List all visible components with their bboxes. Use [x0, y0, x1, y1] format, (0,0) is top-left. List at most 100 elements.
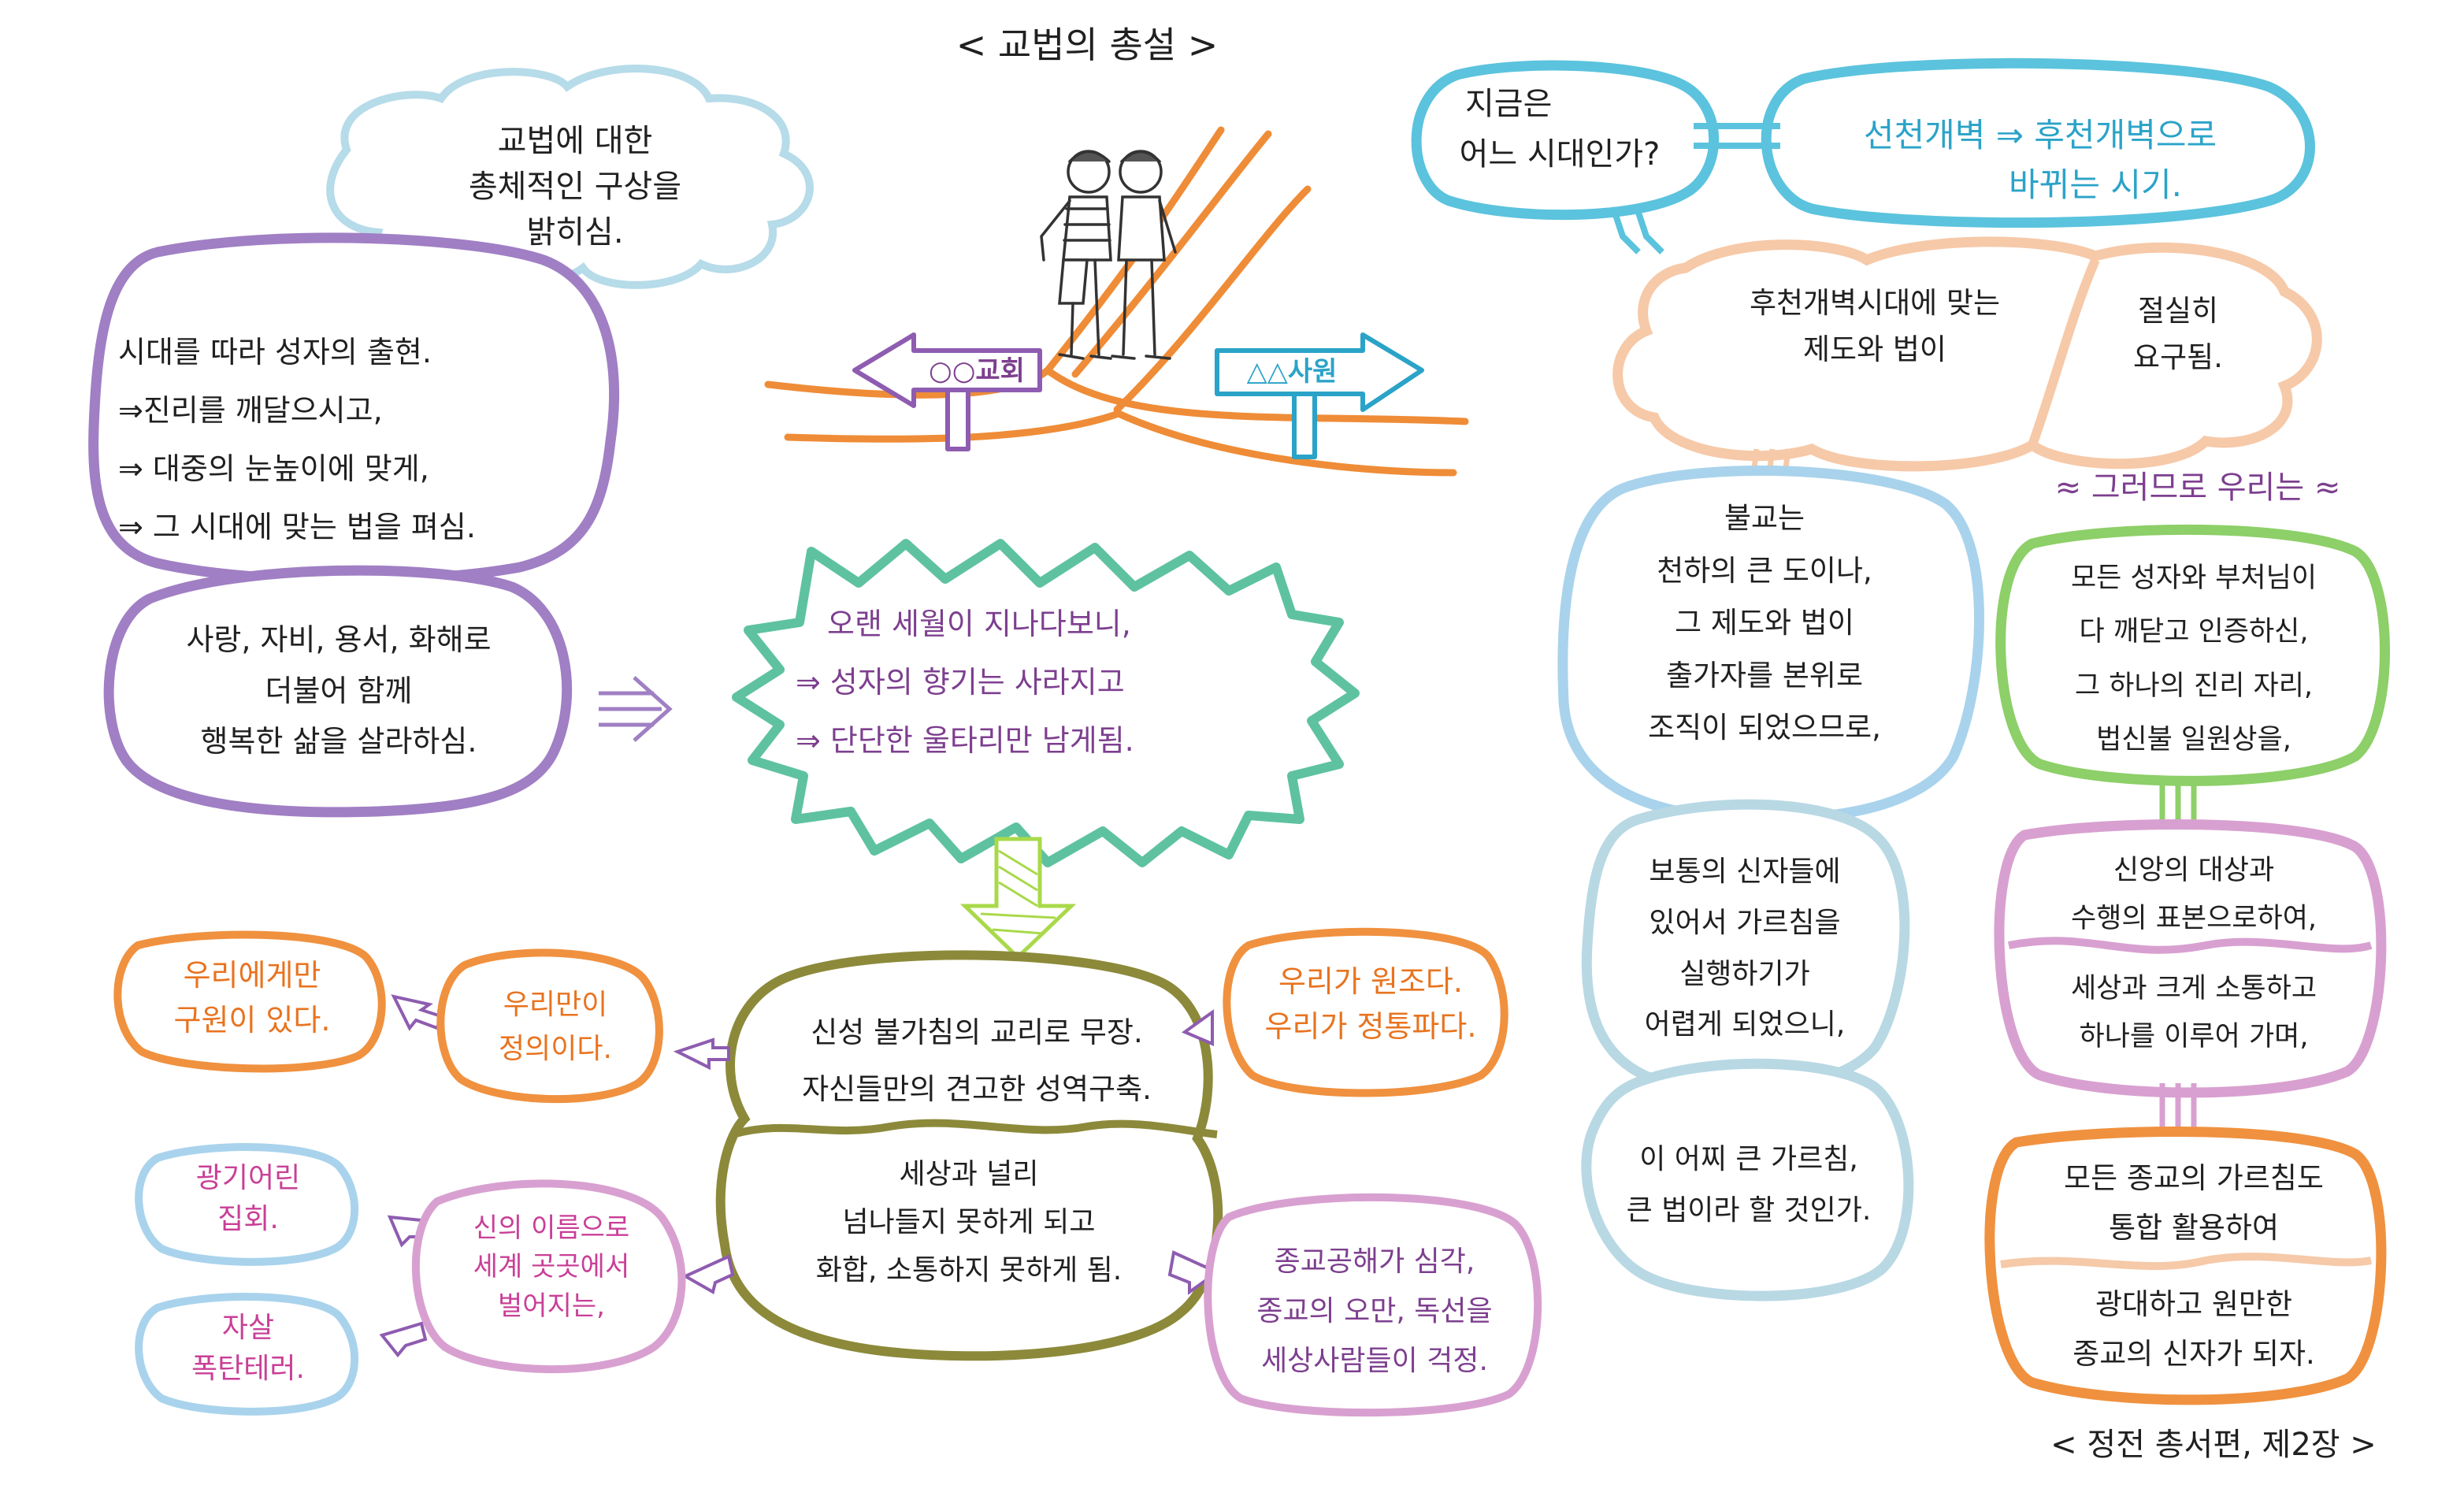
orange-top-line-1: 모든 종교의 가르침도 — [2064, 1161, 2324, 1195]
pink-top-line-2: 수행의 표본으로하여, — [2070, 903, 2317, 935]
pink-bottom-line-1: 세상과 크게 소통하고 — [2070, 973, 2317, 1004]
pink-box — [1994, 819, 2387, 1098]
love-line-1: 사랑, 자비, 용서, 화해로 — [186, 622, 492, 657]
road-illustration — [764, 126, 1469, 477]
buddhism-2-line-4: 어렵게 되었으니, — [1644, 1008, 1846, 1041]
down-arrow-icon — [959, 837, 1077, 960]
center-top-line-1: 신성 불가침의 교리로 무장. — [811, 1015, 1143, 1049]
burst-line-1: 오랜 세월이 지나다보니, — [827, 607, 1131, 641]
suicide-text: 자살 폭탄테러. — [142, 1308, 354, 1390]
green-line-1: 모든 성자와 부처님이 — [2070, 562, 2317, 594]
pink-top-text: 신앙의 대상과 수행의 표본으로하여, — [2005, 847, 2383, 944]
center-top-text: 신성 불가침의 교리로 무장. 자신들만의 견고한 성역구축. — [748, 1004, 1205, 1118]
only-us-text: 우리만이 정의이다. — [457, 983, 654, 1071]
only-us-line-1: 우리만이 — [503, 989, 608, 1021]
orange-bottom-line-1: 광대하고 원만한 — [2095, 1287, 2293, 1321]
pink-bottom-line-2: 하나를 이루어 가며, — [2079, 1021, 2309, 1053]
salvation-line-1: 우리에게만 — [183, 958, 321, 993]
intro-line-3: 밝히심. — [526, 214, 624, 251]
buddhism-3-line-1: 이 어찌 큰 가르침, — [1639, 1143, 1858, 1175]
harm-line-3: 세상사람들이 걱정. — [1261, 1345, 1488, 1377]
orange-top-text: 모든 종교의 가르침도 통합 활용하여 — [2005, 1154, 2383, 1253]
buddhism-2-line-1: 보통의 신자들에 — [1649, 856, 1841, 888]
origin-text: 우리가 원조다. 우리가 정통파다. — [1237, 960, 1505, 1049]
suicide-bubble — [135, 1293, 358, 1416]
harm-line-2: 종교의 오만, 독선을 — [1256, 1295, 1493, 1327]
need-right-line-2: 요구됨. — [2133, 340, 2223, 375]
question-answer-link — [1612, 123, 1780, 254]
only-us-line-2: 정의이다. — [499, 1032, 612, 1065]
center-blob — [715, 950, 1223, 1361]
god-name-line-2: 세계 곳곳에서 — [473, 1251, 630, 1283]
answer-line-2: 바뀌는 시기. — [2009, 165, 2182, 204]
need-left-line-2: 제도와 법이 — [1803, 332, 1946, 367]
need-cloud — [1612, 236, 2322, 472]
love-box-text: 사랑, 자비, 용서, 화해로 더불어 함께 행복한 삶을 살라하심. — [134, 614, 544, 767]
need-right-line-1: 절실히 — [2137, 294, 2219, 328]
buddhism-1-line-5: 조직이 되었으므로, — [1648, 711, 1881, 745]
page-title: < 교법의 총설 > — [956, 24, 1219, 66]
center-top-line-2: 자신들만의 견고한 성역구축. — [802, 1072, 1152, 1107]
buddhism-1-line-3: 그 제도와 법이 — [1675, 606, 1854, 640]
intro-line-2: 총체적인 구상을 — [468, 169, 682, 205]
frenzy-bubble — [135, 1143, 358, 1266]
buddhism-3-text: 이 어찌 큰 가르침, 큰 법이라 할 것인가. — [1591, 1134, 1906, 1237]
origin-line-1: 우리가 원조다. — [1278, 964, 1463, 999]
need-left-line-1: 후천개벽시대에 맞는 — [1749, 286, 2001, 320]
therefore-heading: ≈ 그러므로 우리는 ≈ — [2054, 470, 2341, 506]
buddhism-blob-3 — [1581, 1058, 1914, 1301]
sage-line-2: ⇒진리를 깨달으시고, — [118, 393, 383, 429]
burst-line-2: ⇒ 성자의 향기는 사라지고 — [796, 665, 1125, 700]
question-line-2: 어느 시대인가? — [1459, 136, 1661, 173]
green-box — [1995, 524, 2390, 786]
two-children-icon — [1040, 150, 1177, 360]
god-name-line-3: 벌어지는, — [498, 1290, 605, 1322]
sage-box-text: 시대를 따라 성자의 출현. ⇒진리를 깨달으시고, ⇒ 대중의 눈높이에 맞게… — [118, 323, 591, 556]
orange-divider — [2000, 1253, 2372, 1271]
center-bottom-text: 세상과 널리 넘나들지 못하게 되고 화합, 소통하지 못하게 됨. — [748, 1150, 1189, 1295]
buddhism-1-line-4: 출가자를 본위로 — [1665, 658, 1864, 692]
burst-line-3: ⇒ 단단한 울타리만 남게됨. — [796, 723, 1134, 759]
green-box-text: 모든 성자와 부처님이 다 깨닫고 인증하신, 그 하나의 진리 자리, 법신불… — [2005, 551, 2383, 767]
love-line-2: 더불어 함께 — [265, 673, 413, 708]
buddhism-1-line-1: 불교는 — [1724, 501, 1805, 535]
orange-bottom-text: 광대하고 원만한 종교의 신자가 되자. — [2005, 1280, 2383, 1379]
sign-left-label: ○○교회 — [929, 355, 1025, 387]
pink-divider — [2008, 937, 2373, 954]
buddhism-blob-1 — [1557, 465, 1984, 825]
pink-orange-link — [2159, 1083, 2197, 1134]
buddhism-1-text: 불교는 천하의 큰 도이나, 그 제도와 법이 출가자를 본위로 조직이 되었으… — [1575, 492, 1954, 755]
pink-bottom-text: 세상과 크게 소통하고 하나를 이루어 가며, — [2005, 965, 2383, 1062]
sage-line-3: ⇒ 대중의 눈높이에 맞게, — [118, 451, 429, 487]
center-bottom-line-3: 화합, 소통하지 못하게 됨. — [815, 1254, 1123, 1287]
need-right-text: 절실히 요구됨. — [2087, 288, 2269, 380]
burst-shape — [732, 539, 1360, 867]
green-line-2: 다 깨닫고 인증하신, — [2079, 616, 2309, 648]
center-divider — [731, 1119, 1218, 1138]
question-line-1: 지금은 — [1465, 86, 1553, 122]
question-text: 지금은 어느 시대인가? — [1426, 79, 1694, 180]
burst-text: 오랜 세월이 지나다보니, ⇒ 성자의 향기는 사라지고 ⇒ 단단한 울타리만 … — [780, 595, 1292, 770]
orange-bottom-line-2: 종교의 신자가 되자. — [2073, 1336, 2315, 1371]
need-divider — [2028, 258, 2100, 447]
only-us-bubble — [436, 948, 663, 1104]
love-line-3: 행복한 삶을 살라하심. — [200, 724, 477, 759]
need-left-text: 후천개벽시대에 맞는 제도와 법이 — [1678, 280, 2072, 373]
god-name-bubble — [411, 1179, 686, 1374]
answer-line-1: 선천개벽 ⇒ 후천개벽으로 — [1863, 116, 2217, 154]
sage-line-4: ⇒ 그 시대에 맞는 법을 펴심. — [118, 510, 476, 545]
salvation-line-2: 구원이 있다. — [173, 1003, 331, 1038]
frenzy-line-2: 집회. — [217, 1203, 279, 1236]
signpost-right-icon — [1215, 332, 1424, 459]
orange-top-line-2: 통합 활용하여 — [2108, 1210, 2279, 1245]
source-citation: < 정전 총서편, 제2장 > — [2050, 1427, 2377, 1463]
harm-text: 종교공해가 심각, 종교의 오만, 독선을 세상사람들이 걱정. — [1217, 1237, 1532, 1386]
sign-right-label: △△사원 — [1246, 356, 1338, 388]
question-bubble — [1411, 60, 1720, 221]
buddhism-2-text: 보통의 신자들에 있어서 가르침을 실행하기가 어렵게 되었으니, — [1591, 847, 1898, 1051]
suicide-line-1: 자살 — [221, 1312, 275, 1344]
buddhism-2-line-2: 있어서 가르침을 — [1649, 906, 1841, 939]
frenzy-line-1: 광기어린 — [195, 1162, 301, 1194]
answer-bubble — [1761, 58, 2315, 228]
